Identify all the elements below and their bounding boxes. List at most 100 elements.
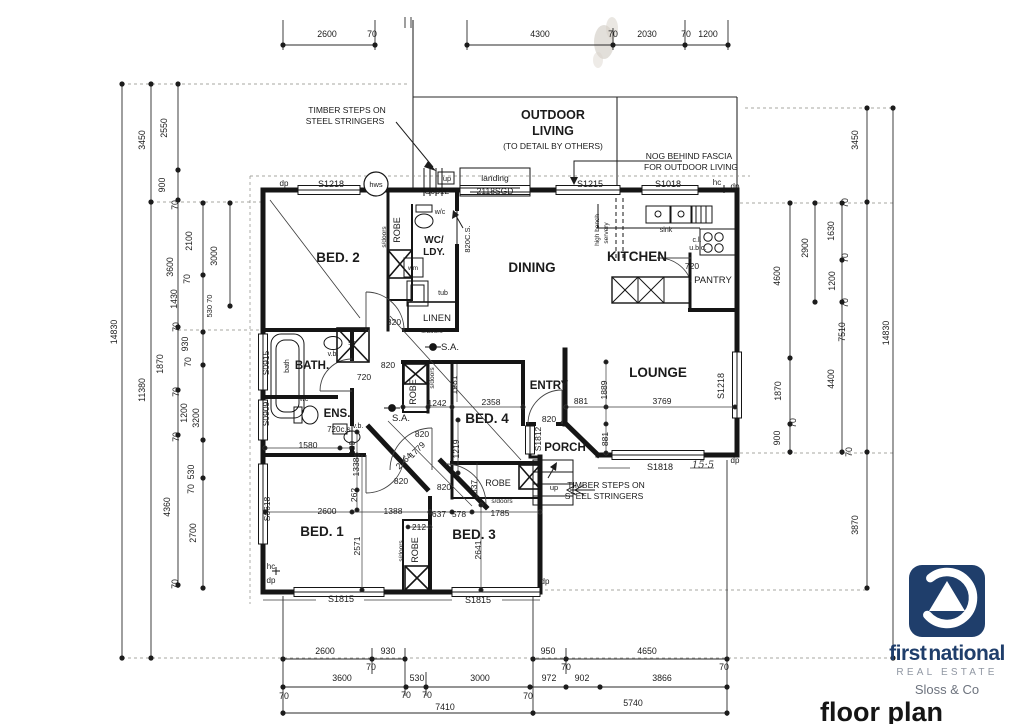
first-national-logo-icon xyxy=(909,565,985,637)
robe-bed4-icon xyxy=(403,363,428,385)
room-entry: ENTRY xyxy=(530,380,569,392)
dim-int: 1338 xyxy=(351,457,361,476)
dim-bottom: 3000 xyxy=(470,673,490,683)
dim-int: 2358 xyxy=(482,397,501,407)
window-label: S1815 xyxy=(328,594,354,604)
dim-bottom: 4650 xyxy=(637,646,657,656)
top-steps-icon xyxy=(423,167,531,197)
room-wc-ldy: LDY. xyxy=(423,247,445,258)
dim-int: 1242 xyxy=(428,398,447,408)
dim-int: 180 xyxy=(347,441,357,455)
dim-left: 3600 xyxy=(165,257,175,277)
window-label: S1215 xyxy=(577,179,603,189)
dim-top: 70 xyxy=(367,29,377,39)
mark-up: up xyxy=(550,483,558,492)
dim-int: 1388 xyxy=(384,506,403,516)
dim-left: 70 xyxy=(171,387,181,397)
room-bed1: BED. 1 xyxy=(300,524,344,539)
dim-int: 3769 xyxy=(653,396,672,406)
deck-outline xyxy=(412,20,738,190)
dim-top: 1200 xyxy=(698,29,718,39)
window-label: S0909 xyxy=(261,401,271,426)
mark-dp: dp xyxy=(541,577,550,586)
dim-left: 70 xyxy=(182,274,192,284)
hc-cross-icons xyxy=(272,185,728,575)
fixture-sdoors: s/doors xyxy=(381,226,388,248)
dim-left: 70 xyxy=(170,200,180,210)
dim-bottom: 70 xyxy=(279,691,289,701)
door-label: 2118SGD xyxy=(477,186,514,196)
dim-left: 1870 xyxy=(155,354,165,374)
mark-smoke-alarm: S.A. xyxy=(441,342,459,353)
note-outdoor-living: (TO DETAIL BY OTHERS) xyxy=(503,141,603,151)
room-bed3: BED. 3 xyxy=(452,527,496,542)
fixture-robe: ROBE xyxy=(410,537,420,563)
dim-right: 70 xyxy=(788,418,798,428)
fixture-sdoors: s/doors xyxy=(491,498,513,505)
fixture-sb: sb xyxy=(348,340,356,347)
annotation-arrows xyxy=(395,121,682,496)
agency-name: Sloss & Co xyxy=(914,682,980,697)
mark-hws: hws xyxy=(369,180,383,189)
door-820: 820 xyxy=(381,360,395,370)
dim-bottom: 70 xyxy=(719,662,729,672)
dim-bottom: 5740 xyxy=(623,698,643,708)
dim-right: 1200 xyxy=(827,271,837,291)
dim-right: 70 xyxy=(840,198,850,208)
window-label: S0618 xyxy=(262,496,272,521)
dim-bottom: 930 xyxy=(381,646,396,656)
robe-bed1-icon xyxy=(404,565,430,591)
dim-int: 212 xyxy=(412,522,426,532)
dim-right: 70 xyxy=(840,298,850,308)
dim-bottom: 950 xyxy=(541,646,556,656)
dim-right: 3450 xyxy=(850,130,860,150)
scan-smudges xyxy=(593,17,618,68)
bath-fixtures xyxy=(270,327,370,419)
fixtures xyxy=(270,167,738,591)
dim-top: 4300 xyxy=(530,29,550,39)
room-outdoor-living: LIVING xyxy=(532,124,574,138)
door-820: 820 xyxy=(542,414,556,424)
dim-bottom: 70 xyxy=(422,690,432,700)
dim-int: 1785 xyxy=(491,508,510,518)
dim-right: 4400 xyxy=(826,369,836,389)
room-outdoor-living: OUTDOOR xyxy=(521,108,585,122)
mark-hc: hc xyxy=(267,562,275,571)
mark-up: up xyxy=(443,174,451,183)
porch-steps-icon xyxy=(532,459,574,506)
door-720: 720 xyxy=(357,372,371,382)
dim-bottom: 3600 xyxy=(332,673,352,683)
dim-right: 1630 xyxy=(826,221,836,241)
dim-int: 1981 xyxy=(449,375,459,394)
dim-int: 2641 xyxy=(473,540,483,559)
smoke-alarm-icons xyxy=(384,343,441,412)
dim-left: 70 xyxy=(171,432,181,442)
fixture-wc: wc xyxy=(299,396,309,403)
window-label: S1218 xyxy=(716,373,726,399)
robe-bed2-icon xyxy=(387,249,413,279)
mark-hc: hc xyxy=(713,178,721,187)
fixture-ubo: u.b.o. xyxy=(689,245,707,252)
dim-right: 2900 xyxy=(800,238,810,258)
dim-top: 2030 xyxy=(637,29,657,39)
dim-int: 1219 xyxy=(451,439,461,458)
dim-left: 11380 xyxy=(137,378,147,402)
hws-icon xyxy=(363,171,389,197)
door-820cs: 820C.S. xyxy=(463,225,472,252)
dimension-lines xyxy=(121,17,894,716)
dim-int: 637 xyxy=(469,480,479,494)
dim-bottom: 70 xyxy=(366,662,376,672)
fixture-robe: ROBE xyxy=(485,478,511,488)
dim-left: 70 xyxy=(170,579,180,589)
dim-bottom: 70 xyxy=(523,691,533,701)
dim-right: 900 xyxy=(772,431,782,446)
room-kitchen: KITCHEN xyxy=(607,249,667,264)
interior-dim-lines xyxy=(262,359,738,601)
dim-int: 262 xyxy=(349,488,359,502)
dim-left: 1430 xyxy=(169,289,179,309)
fixture-servery: servery xyxy=(603,222,610,244)
dim-bottom: 2600 xyxy=(315,646,335,656)
mark-landing: landing xyxy=(481,173,509,183)
